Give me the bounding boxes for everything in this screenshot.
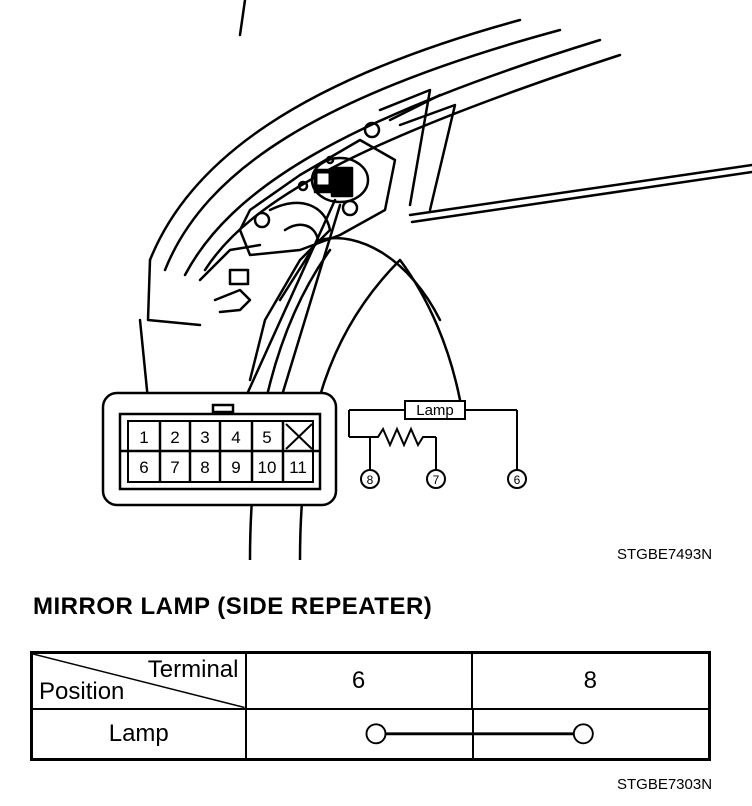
terminal-8-circle (360, 469, 380, 489)
table-corner-cell: Terminal Position (30, 651, 247, 710)
continuity-node (365, 722, 386, 744)
pin-label: 6 (139, 458, 148, 477)
continuity-node (572, 722, 594, 744)
section-title: MIRROR LAMP (SIDE REPEATER) (33, 593, 433, 620)
pin-label: 8 (200, 458, 209, 477)
continuity-cell (244, 707, 711, 761)
header-terminal: Terminal (147, 656, 239, 683)
column-header: 6 (244, 651, 473, 710)
row-label: Lamp (30, 707, 247, 761)
terminal-7-circle (426, 469, 446, 489)
pin-label: 3 (200, 428, 209, 447)
pin-label: 2 (170, 428, 179, 447)
table-header-row: Terminal Position 6 8 (30, 651, 711, 710)
figure-code-top: STGBE7493N (617, 546, 713, 563)
pin-label: 9 (231, 458, 240, 477)
pin-label: 10 (258, 458, 277, 477)
pin-label: 11 (289, 458, 307, 477)
lamp-label: Lamp (416, 402, 454, 419)
figure-code-bottom: STGBE7303N (617, 776, 713, 793)
table-row: Lamp (30, 707, 711, 761)
continuity-table: Terminal Position 6 8 Lamp (30, 651, 711, 761)
terminal-number: 7 (433, 473, 440, 487)
mirror-lamp-illustration: 1 2 3 4 5 6 7 8 9 10 11 Lamp 8 7 6 (101, 0, 752, 560)
header-position: Position (39, 677, 125, 705)
pin-label: 4 (231, 428, 240, 447)
terminal-number: 6 (514, 473, 521, 487)
pin-label: 1 (139, 428, 148, 447)
terminal-number: 8 (367, 473, 374, 487)
diagonal-divider (33, 654, 245, 708)
pin-label: 5 (262, 428, 271, 447)
column-header: 8 (470, 651, 711, 710)
continuity-symbol (365, 722, 594, 744)
pin-label: 7 (170, 458, 179, 477)
terminal-6-circle (507, 469, 527, 489)
